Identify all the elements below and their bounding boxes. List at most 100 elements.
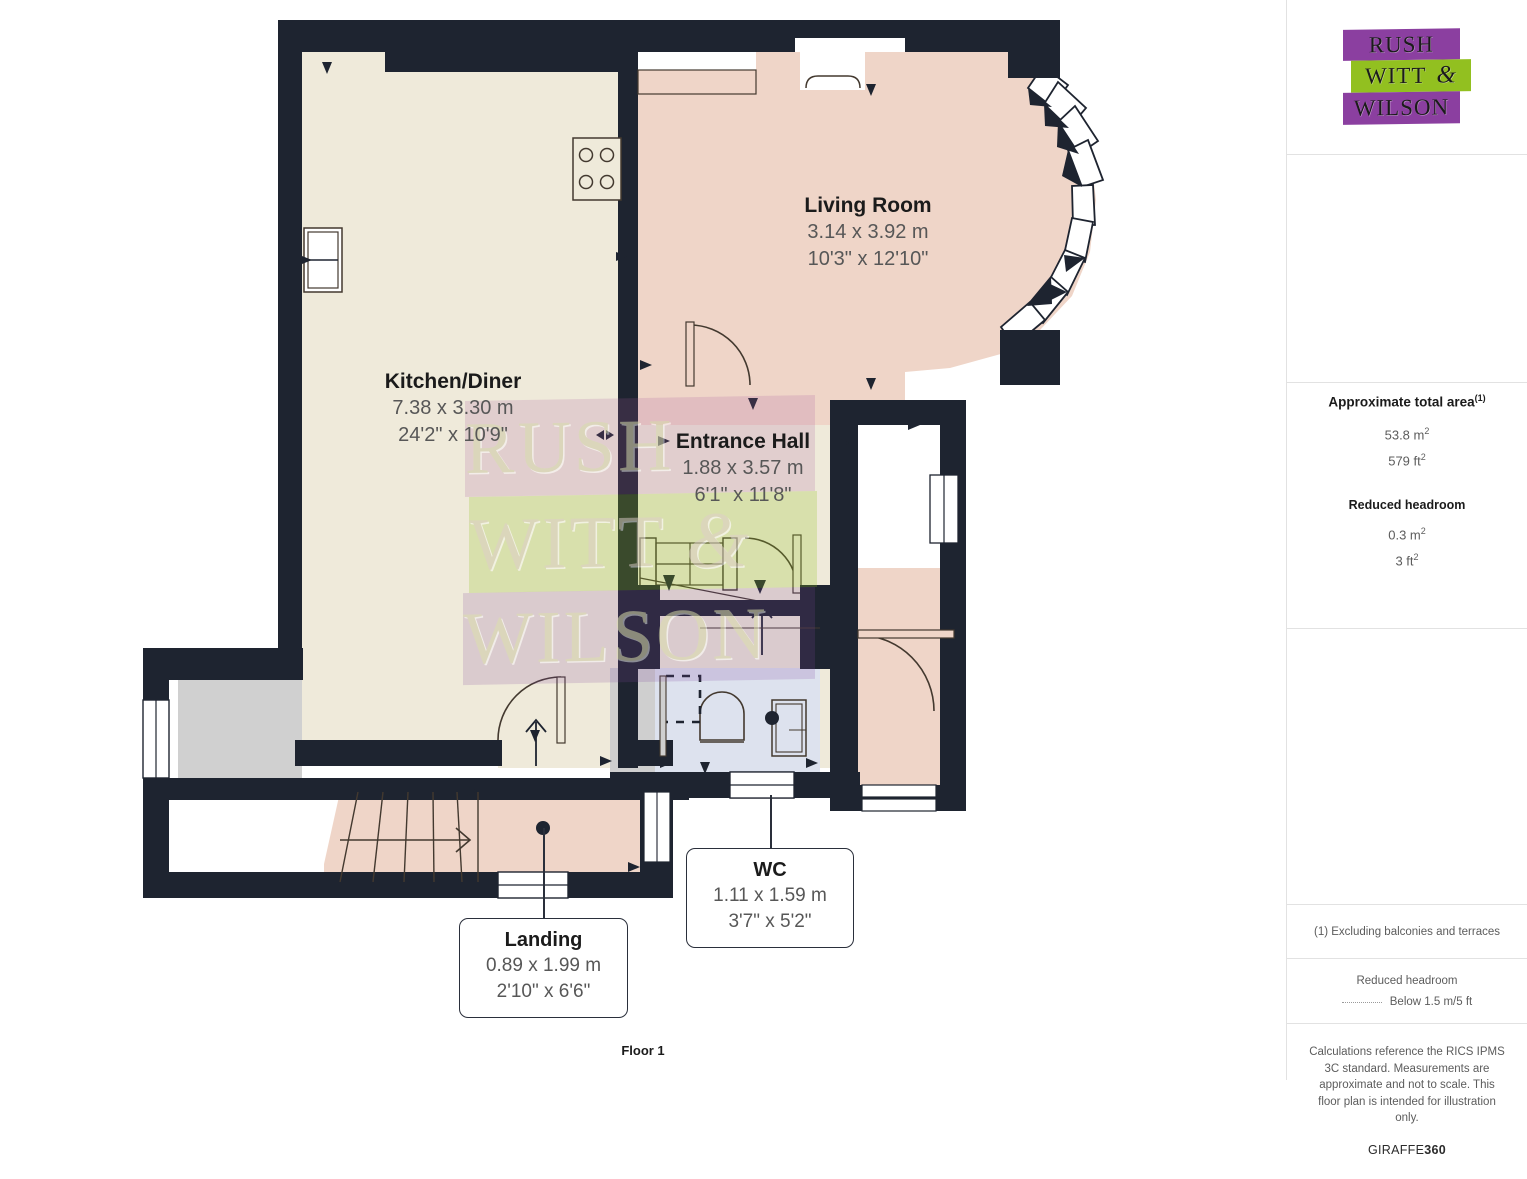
wall-hall-top [830, 400, 942, 425]
logo-text-ampersand: & [1436, 61, 1457, 89]
logo-text-witt: WITT [1365, 62, 1427, 89]
info-sidebar: RUSH WITT & WILSON Approximate total are… [1286, 0, 1527, 1157]
area-summary-title-note: (1) [1474, 393, 1486, 403]
wc-basin-tap [765, 711, 779, 725]
recess-white-left [169, 800, 324, 872]
stair-direction-arrow-landing [340, 827, 472, 853]
wall-stair-nib-left [638, 585, 660, 669]
legend-reduced-headroom: Reduced headroom Below 1.5 m/5 ft [1287, 959, 1527, 1024]
wc-basin-inner [775, 703, 803, 753]
wall-wc-top [655, 600, 805, 616]
wall-bay-bottom [1000, 330, 1060, 385]
sidebar-spacer-top [1287, 155, 1527, 383]
logo-band-wilson: WILSON [1343, 91, 1460, 125]
legend-dash-icon [1341, 1001, 1382, 1003]
room-fill-utility [858, 568, 952, 785]
area-summary-title: Approximate total area(1) [1287, 393, 1527, 410]
hob-ring-4 [599, 174, 615, 190]
room-name-wc: WC [753, 859, 787, 881]
bay-window-inner-edge [1027, 88, 1085, 306]
wc-toilet [699, 691, 745, 741]
landing-leader-line [543, 828, 545, 919]
wall-utility-right [940, 400, 966, 790]
area-summary-title-text: Approximate total area [1328, 394, 1475, 410]
legend-item-label: Below 1.5 m/5 ft [1389, 996, 1473, 1008]
callout-wc: WC 1.11 x 1.59 m 3'7" x 5'2" [686, 848, 854, 948]
reduced-headroom-title: Reduced headroom [1348, 498, 1466, 513]
legend-title: Reduced headroom [1356, 975, 1458, 987]
hob-ring-1 [578, 147, 594, 163]
wall-hall-right [830, 425, 858, 788]
stair-direction-arrow-hall [751, 604, 773, 655]
area-total-metric-sup: 2 [1424, 425, 1430, 436]
window-living-room-top [800, 52, 865, 90]
reduced-headroom-metric-value: 0.3 m [1388, 527, 1421, 543]
callout-landing: Landing 0.89 x 1.99 m 2'10" x 6'6" [459, 918, 628, 1018]
legend-item-row: Below 1.5 m/5 ft [1287, 996, 1527, 1008]
area-total-metric-value: 53.8 m [1384, 426, 1425, 442]
room-fill-landing [478, 792, 640, 882]
reduced-headroom-metric-sup: 2 [1420, 526, 1426, 537]
wall-top-notch [795, 38, 905, 52]
counter-living-room-left [637, 69, 757, 95]
wall-recess-bottom [169, 778, 689, 800]
area-total-imperial: 579 ft2 [1287, 446, 1527, 472]
wall-kitchen-top-notch [385, 52, 618, 72]
wc-basin [771, 699, 807, 757]
floor-label: Floor 1 [621, 1043, 665, 1058]
door-kitchen-arrow [525, 718, 547, 766]
wall-bottom-landing [169, 872, 673, 898]
provider-logo-suffix: 360 [1424, 1142, 1447, 1157]
wall-stair-nib-right [800, 585, 830, 669]
logo-band-witt: WITT & [1351, 59, 1471, 93]
door-kitchen-leaf [556, 676, 566, 744]
disclaimer-text: Calculations reference the RICS IPMS 3C … [1309, 1046, 1505, 1124]
reduced-headroom-imperial-sup: 2 [1413, 552, 1419, 563]
room-fill-living-room [638, 38, 1096, 385]
dimension-marker-hall [596, 430, 614, 440]
area-total-imperial-sup: 2 [1420, 451, 1426, 462]
area-summary: Approximate total area(1) 53.8 m2 579 ft… [1287, 383, 1527, 629]
area-total-imperial-value: 579 ft [1388, 453, 1421, 469]
floorplan-drawing [142, 20, 1105, 899]
hob-unit [572, 137, 622, 201]
room-dim-metric-landing: 0.89 x 1.99 m [485, 955, 602, 976]
logo-band-rush: RUSH [1343, 28, 1460, 61]
reduced-headroom-imperial: 3 ft2 [1287, 546, 1527, 572]
room-fill-kitchen-diner [302, 52, 618, 768]
reduced-headroom-outline [666, 674, 702, 724]
door-kitchen-swing [497, 676, 562, 741]
wall-left-jog-horizontal [143, 648, 303, 680]
window-utility-bottom-1 [861, 784, 937, 798]
dimension-arrows [322, 62, 920, 872]
door-living-room-swing [689, 324, 751, 386]
wall-kitchen-bottom [302, 740, 502, 766]
wall-kitchen-right [618, 52, 638, 768]
reduced-headroom-metric: 0.3 m2 [1287, 520, 1527, 546]
hob-ring-3 [578, 174, 594, 190]
bath-fixture-top [805, 75, 861, 89]
window-utility-bottom-2 [861, 798, 937, 812]
wall-bay-top [1008, 38, 1060, 78]
reduced-headroom-imperial-value: 3 ft [1395, 553, 1414, 569]
wc-leader-line [770, 795, 772, 849]
footnote-balconies: (1) Excluding balconies and terraces [1287, 905, 1527, 959]
brand-logo: RUSH WITT & WILSON [1287, 0, 1527, 155]
room-dim-imperial-landing: 2'10" x 6'6" [496, 981, 591, 1002]
wall-kitchen-left-nub [295, 740, 309, 766]
provider-logo: GIRAFFE360 [1309, 1143, 1505, 1157]
recess-fill-under-stairs [178, 680, 302, 782]
door-hall-arrow [754, 580, 766, 594]
hob-ring-2 [599, 147, 615, 163]
room-dim-metric-wc: 1.11 x 1.59 m [713, 885, 827, 906]
door-wc-leaf [659, 675, 667, 757]
area-total-metric: 53.8 m2 [1287, 420, 1527, 446]
stairs-fill [320, 792, 478, 882]
footnote-balconies-text: (1) Excluding balconies and terraces [1313, 925, 1501, 938]
door-utility-leaf [857, 629, 955, 639]
floorplan-canvas[interactable]: RUSH WITT & WILSON Living Room 3.14 x 3.… [0, 0, 1286, 1080]
disclaimer-block: Calculations reference the RICS IPMS 3C … [1287, 1024, 1527, 1179]
sidebar-spacer-middle [1287, 629, 1527, 905]
window-kitchen-left-arrow [302, 256, 312, 264]
